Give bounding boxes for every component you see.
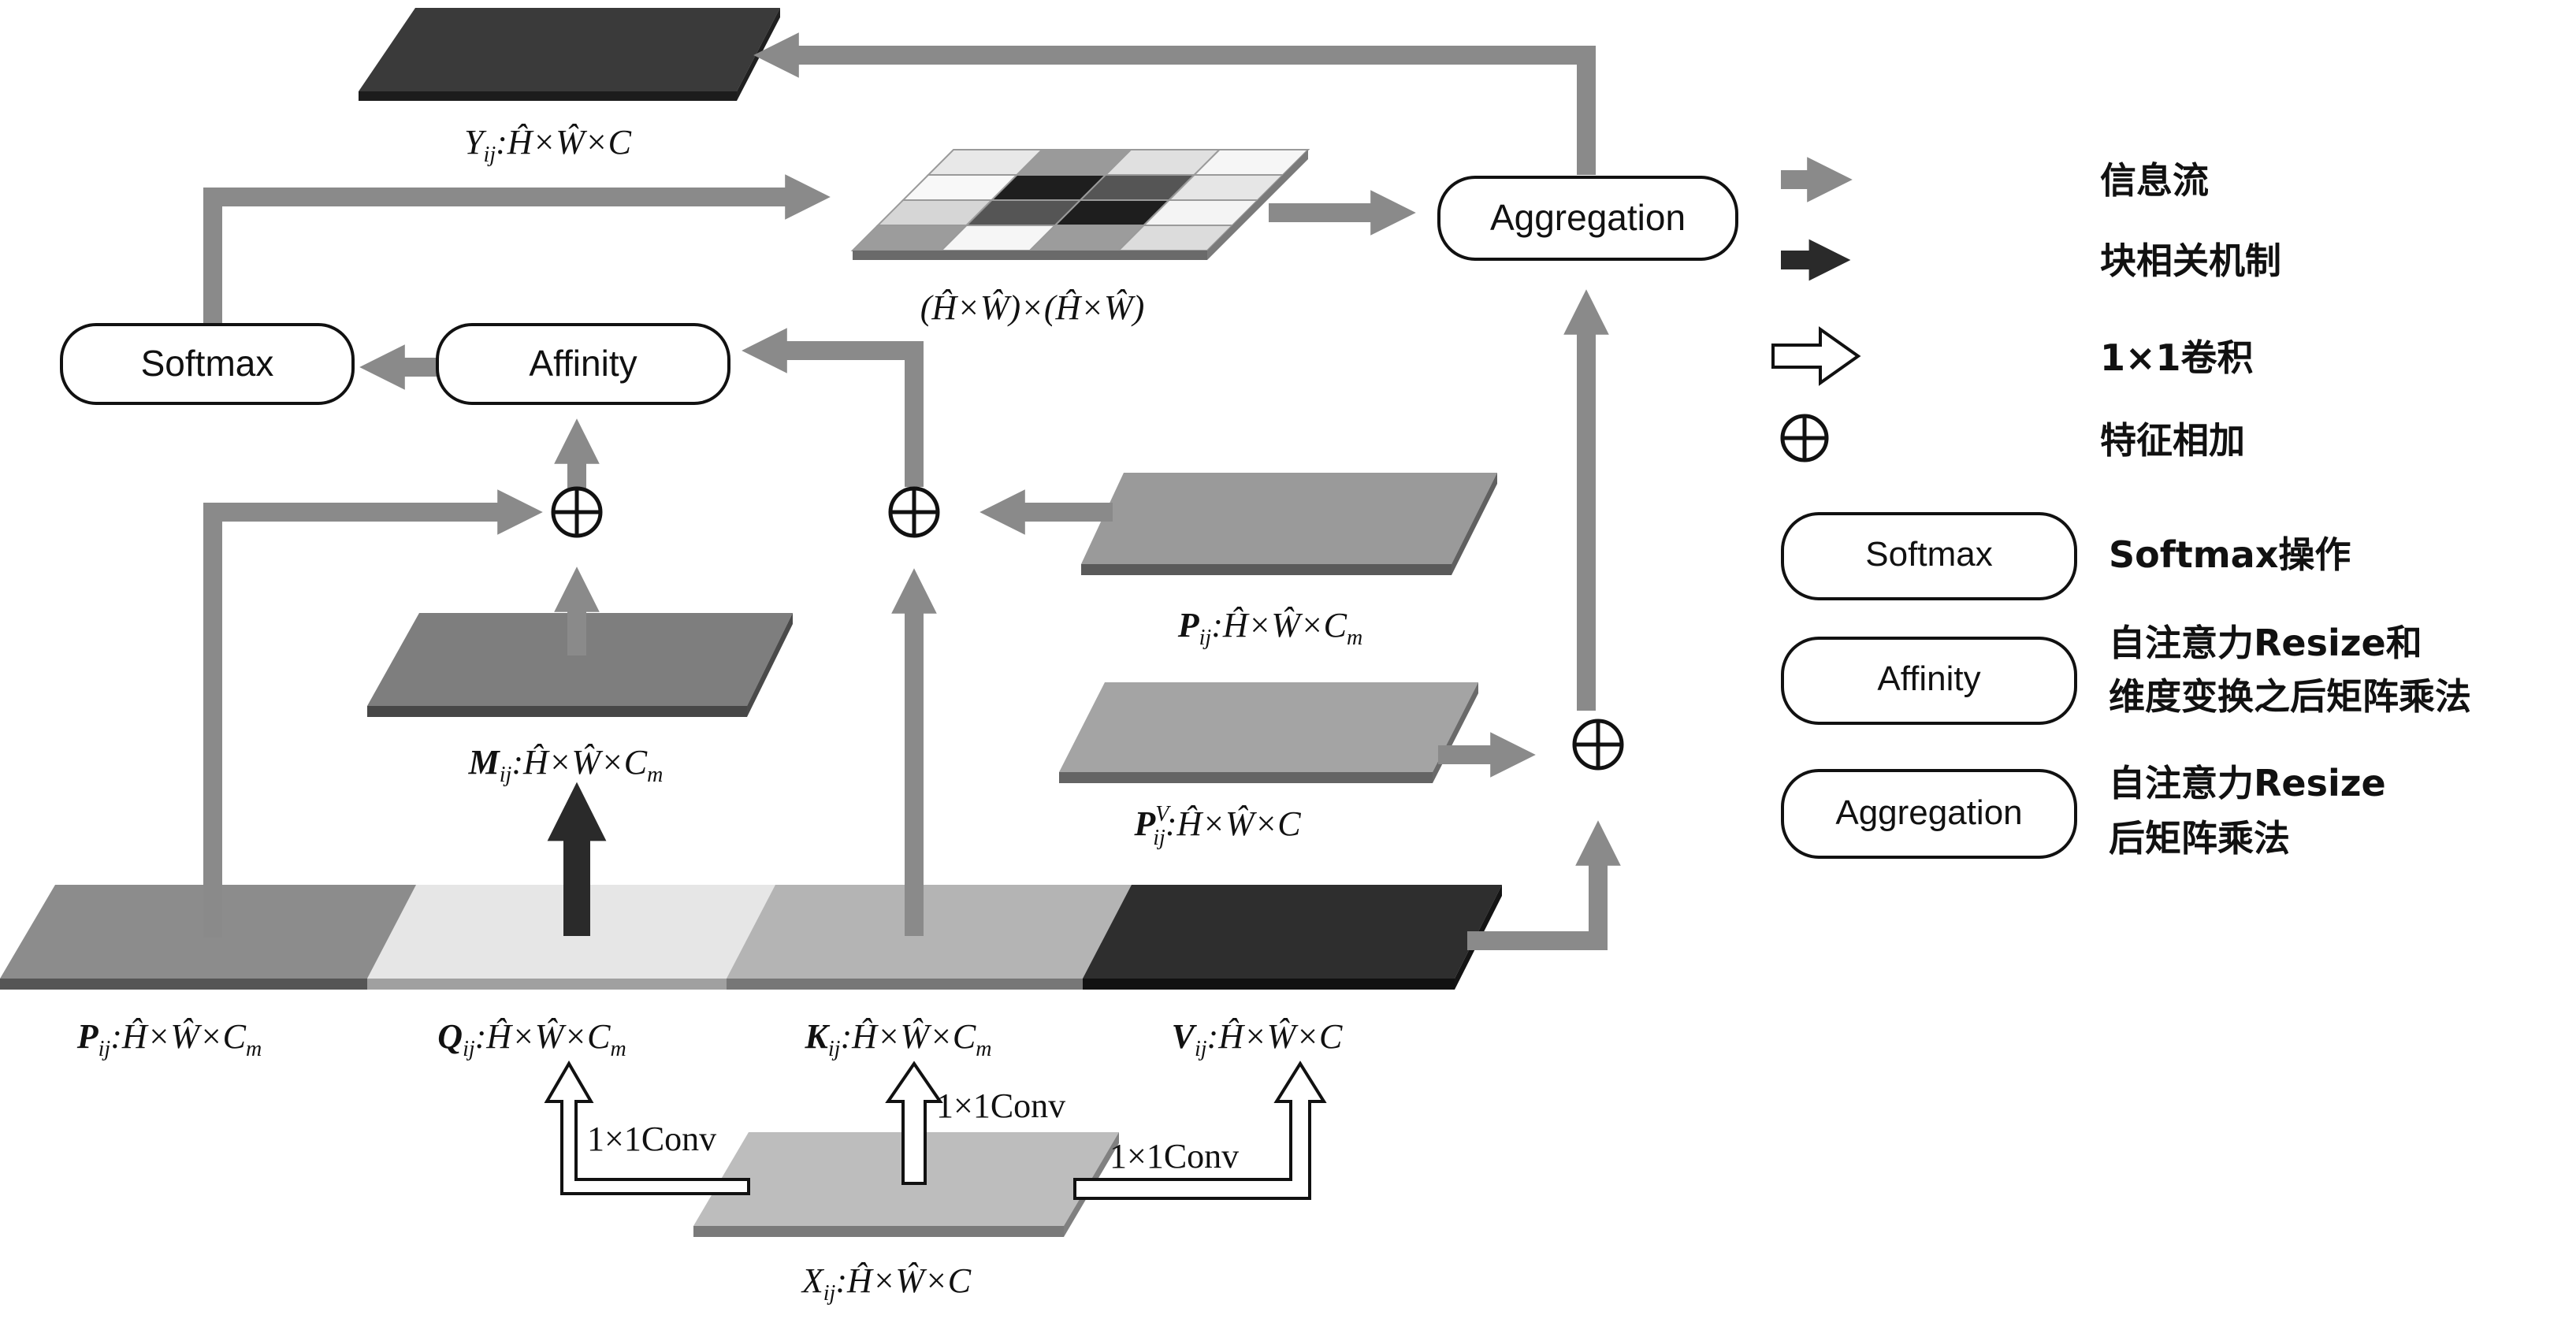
label-K: Kij:Ĥ×Ŵ×Cm: [805, 1017, 992, 1061]
plane-Y-top: [359, 8, 780, 91]
conv-arrow-to-Q: [544, 1060, 750, 1195]
legend-softmax-box-label: Softmax: [1865, 535, 1992, 574]
legend: 信息流 块相关机制 1×1卷积 特征相加 Softmax Softmax操作 A…: [1771, 157, 2471, 860]
legend-affinity-desc-1: 自注意力Resize和: [2109, 622, 2422, 664]
legend-conv-arrow-icon: [1771, 326, 1861, 386]
legend-affinity-box-label: Affinity: [1877, 659, 1980, 698]
plane-V: [1083, 885, 1502, 990]
label-matrix: (Ĥ×Ŵ)×(Ĥ×Ŵ): [920, 288, 1145, 327]
flow-arrows: [203, 32, 1621, 950]
conv-label-k: 1×1Conv: [936, 1086, 1065, 1125]
legend-softmax-desc: Softmax操作: [2109, 533, 2351, 576]
label-M: Mij:Ĥ×Ŵ×Cm: [468, 743, 664, 787]
label-X: Xij:Ĥ×Ŵ×C: [801, 1261, 972, 1306]
aggregation-node: Aggregation: [1437, 176, 1738, 261]
plane-M: [367, 613, 793, 717]
aggregation-node-label: Aggregation: [1490, 197, 1686, 238]
plus-circle-3: [1572, 719, 1624, 771]
legend-block-corr-label: 块相关机制: [2100, 240, 2281, 282]
softmax-node: Softmax: [60, 323, 355, 405]
legend-aggregation-box-label: Aggregation: [1835, 793, 2022, 832]
label-P-top: Pij:Ĥ×Ŵ×Cm: [1177, 606, 1363, 650]
affinity-node: Affinity: [436, 323, 730, 405]
arrow-softmax-to-matrix: [203, 174, 831, 323]
arrow-Pbottom-to-plus1: [203, 489, 543, 938]
softmax-node-label: Softmax: [141, 343, 274, 384]
plane-Y: [359, 8, 780, 101]
legend-aggregation-desc-2: 后矩阵乘法: [2109, 817, 2290, 860]
arrow-plus2-to-affinity: [742, 328, 924, 487]
label-V: Vij:Ĥ×Ŵ×C: [1172, 1017, 1343, 1061]
matrix-edges: [853, 150, 1308, 260]
plane-Pv: [1059, 682, 1478, 783]
plane-P-top: [1081, 473, 1497, 575]
arrow-V-to-plus3: [1467, 820, 1621, 950]
legend-aggregation-box: [1781, 769, 2077, 859]
legend-affinity-desc-2: 维度变换之后矩阵乘法: [2109, 675, 2471, 718]
conv-arrows: [544, 1060, 1327, 1200]
label-Y: Yij:Ĥ×Ŵ×C: [464, 123, 632, 167]
conv-label-q: 1×1Conv: [587, 1120, 716, 1158]
legend-aggregation-desc-1: 自注意力Resize: [2109, 762, 2386, 804]
legend-affinity-box: [1781, 637, 2077, 725]
legend-info-flow-label: 信息流: [2100, 159, 2209, 202]
conv-label-v: 1×1Conv: [1110, 1137, 1239, 1176]
plane-K: [727, 885, 1144, 990]
affinity-node-label: Affinity: [529, 343, 637, 384]
plane-Y-edge: [359, 91, 737, 101]
plus-nodes: [551, 486, 1624, 771]
conv-arrow-to-K: [885, 1060, 943, 1185]
label-P-bottom: Pij:Ĥ×Ŵ×Cm: [76, 1017, 262, 1061]
plus-circle-2: [888, 486, 940, 538]
label-Q: Qij:Ĥ×Ŵ×Cm: [437, 1017, 626, 1061]
legend-plus-icon: [1780, 414, 1829, 462]
arrow-aggregation-to-Y: [753, 32, 1596, 175]
legend-conv-label: 1×1卷积: [2100, 336, 2254, 379]
conv-arrow-to-V: [1073, 1060, 1327, 1200]
legend-softmax-box: [1781, 512, 2077, 600]
affinity-matrix-grid: [850, 149, 1310, 251]
plus-circle-1: [551, 486, 603, 538]
legend-feature-add-label: 特征相加: [2100, 419, 2245, 462]
